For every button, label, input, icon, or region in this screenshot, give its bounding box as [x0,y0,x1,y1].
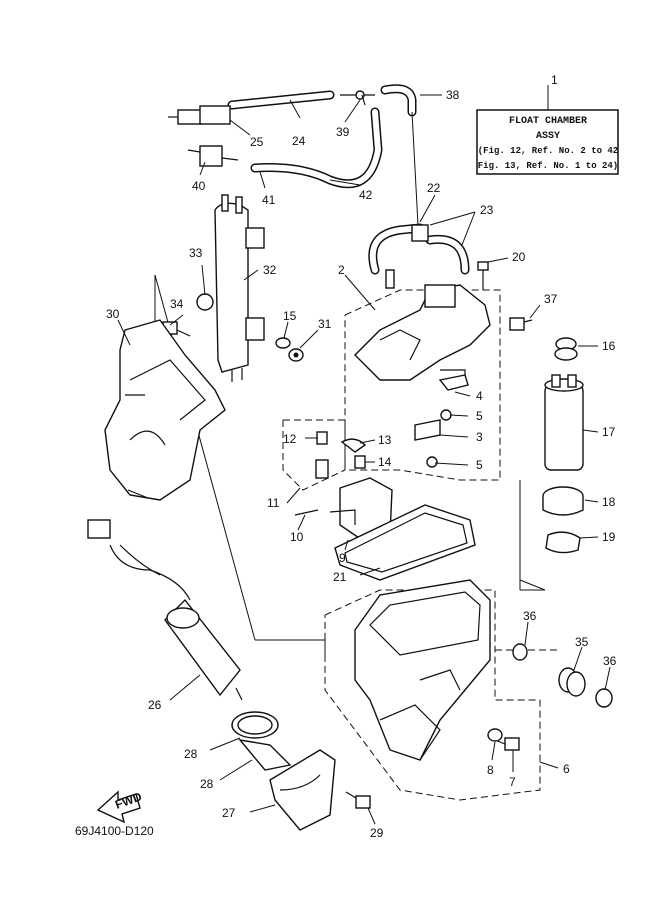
callout-labels: 1 2 3 4 5 5 6 7 8 9 10 11 12 13 14 15 16… [106,73,617,840]
body-2 [354,269,491,385]
pin-10 [294,509,319,516]
title-line-2: ASSY [536,131,560,142]
callout-11: 11 [267,496,280,510]
part-33 [196,293,214,311]
ring-28 [231,711,292,771]
callout-6: 6 [563,762,570,776]
callout-28b: 28 [200,777,214,791]
cover-19 [545,531,581,554]
gasket-21 [334,504,476,581]
callout-35: 35 [575,635,589,649]
plate-4 [438,374,469,391]
callout-5b: 5 [476,458,483,472]
callout-33: 33 [189,246,203,260]
callout-21: 21 [333,570,347,584]
bolt-29 [345,791,371,809]
bolt-20 [477,261,489,290]
callout-34: 34 [170,297,184,311]
washer-8 [487,728,503,742]
chamber-6 [354,579,491,761]
fitting-39 [340,90,375,106]
callout-16: 16 [602,339,616,353]
callout-1: 1 [551,73,558,87]
filter-32 [214,194,265,382]
assembly-outlines [282,289,560,801]
callout-2: 2 [338,263,345,277]
clip-13 [340,438,367,453]
callout-22: 22 [427,181,441,195]
screws-5 [426,409,452,468]
callout-23: 23 [480,203,494,217]
callout-40: 40 [192,179,206,193]
hose-38 [380,84,417,117]
hose-42 [250,107,383,189]
callout-38: 38 [446,88,460,102]
diagram-code: 69J4100-D120 [75,824,154,838]
callout-29: 29 [370,826,384,840]
callout-leaders [117,94,611,825]
cap-36b [595,688,613,708]
callout-24: 24 [292,134,306,148]
title-line-1: FLOAT CHAMBER [509,116,587,127]
callout-41: 41 [262,193,276,207]
hoses-23 [368,223,470,275]
leader-19 [519,548,546,591]
callout-9: 9 [339,551,346,565]
callout-15: 15 [283,309,297,323]
callout-7: 7 [509,775,516,789]
callout-20: 20 [512,250,526,264]
callout-12: 12 [283,432,297,446]
callout-28a: 28 [184,747,198,761]
callout-36b: 36 [603,654,617,668]
callout-13: 13 [378,433,392,447]
part-31-hole [293,352,299,358]
pump-17 [544,374,584,471]
bracket-27 [269,749,336,831]
jet-12 [315,431,329,479]
callout-25: 25 [250,135,264,149]
callout-37: 37 [544,292,558,306]
title-line-3: (Fig. 12, Ref. No. 2 to 42 [478,146,618,156]
callout-32: 32 [263,263,277,277]
callout-42: 42 [359,188,373,202]
part-16 [554,337,578,361]
callout-14: 14 [378,455,392,469]
callout-4: 4 [476,389,483,403]
cap-36a [512,643,528,661]
callout-19: 19 [602,530,616,544]
fwd-arrow-icon: FWD [96,789,144,824]
drain-screw-7 [494,737,520,751]
callout-10: 10 [290,530,304,544]
title-line-4: Fig. 13, Ref. No. 1 to 24) [478,161,618,171]
callout-18: 18 [602,495,616,509]
hose-38-line [411,111,419,226]
holder-18 [542,486,584,516]
callout-8: 8 [487,763,494,777]
bracket-30 [104,319,226,501]
callout-36a: 36 [523,609,537,623]
part-15 [275,337,291,349]
callout-26: 26 [148,698,162,712]
callout-3: 3 [476,430,483,444]
fitting-37 [509,317,533,331]
fitting-40 [187,145,239,167]
hose-24 [227,90,335,110]
callout-31: 31 [318,317,332,331]
callout-17: 17 [602,425,616,439]
plate-3 [414,419,441,441]
fitting-25 [168,105,231,125]
pump-26 [87,519,243,701]
callout-30: 30 [106,307,120,321]
callout-5a: 5 [476,409,483,423]
screw-14 [354,455,366,469]
title-box: FLOAT CHAMBER ASSY (Fig. 12, Ref. No. 2 … [476,85,619,175]
callout-27: 27 [222,806,236,820]
grommet-35 [558,667,586,697]
callout-39: 39 [336,125,350,139]
